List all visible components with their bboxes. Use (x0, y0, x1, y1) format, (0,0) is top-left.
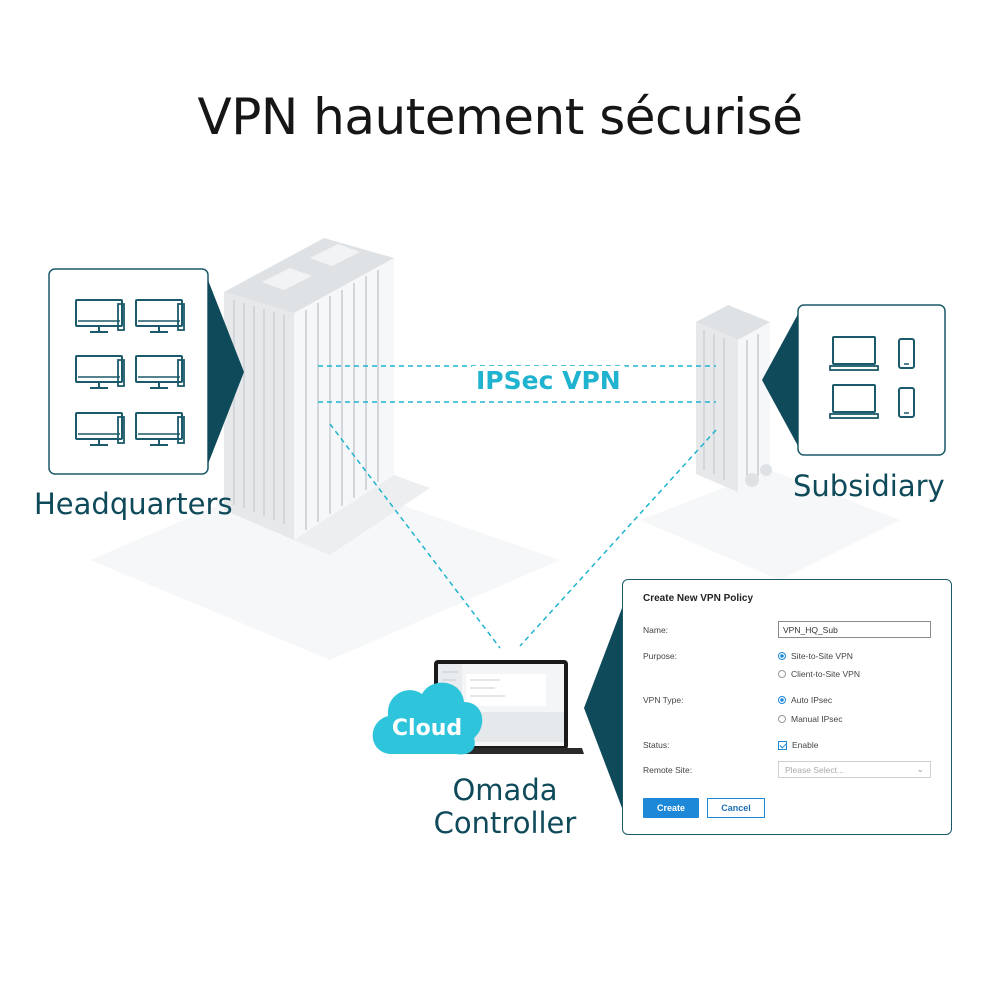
radio-selected-icon (778, 696, 786, 704)
dialog-pointer (584, 608, 622, 808)
vpn-type-manual-radio[interactable]: Manual IPsec (778, 714, 843, 724)
purpose-client-to-site-radio[interactable]: Client-to-Site VPN (778, 669, 860, 679)
remote-site-placeholder: Please Select... (785, 765, 845, 775)
vpn-type-auto-radio[interactable]: Auto IPsec (778, 695, 832, 705)
cancel-button[interactable]: Cancel (707, 798, 765, 818)
vpn-type-option-2-label: Manual IPsec (791, 714, 843, 724)
purpose-label: Purpose: (643, 651, 678, 661)
radio-selected-icon (778, 652, 786, 660)
controller-label-line1: Omada (452, 773, 558, 807)
status-option-label: Enable (792, 740, 819, 750)
radio-unselected-icon (778, 715, 786, 723)
chevron-down-icon: ⌄ (916, 764, 924, 774)
subsidiary-label: Subsidiary (793, 469, 945, 503)
cloud-icon (372, 682, 483, 755)
name-label: Name: (643, 625, 669, 635)
status-enable-checkbox[interactable]: Enable (778, 740, 818, 750)
vpn-type-label: VPN Type: (643, 695, 684, 705)
radio-unselected-icon (778, 670, 786, 678)
vpn-policy-dialog: Create New VPN Policy Name: VPN_HQ_Sub P… (622, 579, 952, 835)
dialog-title: Create New VPN Policy (643, 593, 754, 604)
controller-label-line2: Controller (433, 806, 577, 840)
remote-site-select[interactable]: Please Select... ⌄ (778, 761, 931, 778)
headquarters-building (224, 238, 430, 555)
omada-controller-label: Omada Controller (420, 774, 590, 840)
remote-site-label: Remote Site: (643, 765, 693, 775)
purpose-option-1-label: Site-to-Site VPN (791, 651, 853, 661)
create-button[interactable]: Create (643, 798, 699, 818)
purpose-option-2-label: Client-to-Site VPN (791, 669, 860, 679)
cloud-label: Cloud (391, 716, 463, 741)
checkbox-checked-icon (778, 740, 787, 750)
subsidiary-building (696, 305, 772, 492)
headquarters-devices-panel (48, 268, 244, 475)
ipsec-vpn-label: IPSec VPN (472, 366, 625, 395)
vpn-type-option-1-label: Auto IPsec (791, 695, 833, 705)
subsidiary-devices-panel (762, 304, 946, 456)
page-title: VPN hautement sécurisé (197, 88, 803, 146)
headquarters-label: Headquarters (34, 487, 233, 521)
purpose-site-to-site-radio[interactable]: Site-to-Site VPN (778, 651, 853, 661)
status-label: Status: (643, 740, 670, 750)
name-input[interactable]: VPN_HQ_Sub (778, 621, 931, 638)
